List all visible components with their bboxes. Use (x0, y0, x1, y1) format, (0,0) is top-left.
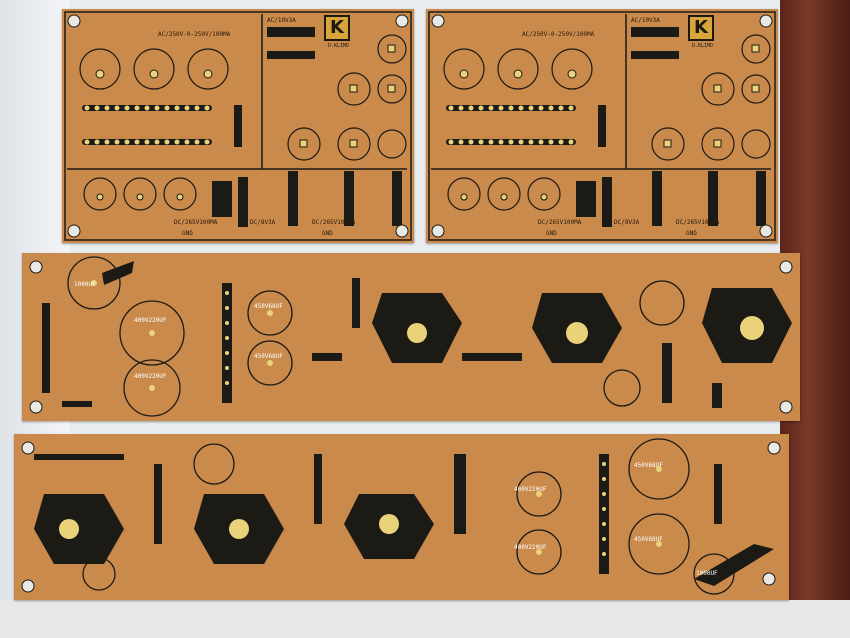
label-ac-input: AC/250V-0-250V/100MA (522, 31, 595, 38)
label-dc-low: DC/265V100MA (174, 219, 218, 226)
label-cap-d: 450V68UF (254, 353, 283, 360)
label-ac-input: AC/250V-0-250V/100MA (158, 31, 231, 38)
label-cap-main: 1000UF (74, 281, 96, 288)
pcb-long-board-2: 400V220UF 400V220UF 450V68UF 450V68UF 10… (14, 434, 789, 600)
pcb-artwork (21, 438, 781, 595)
background-bottom (0, 600, 850, 638)
pcb-small-board-1: K D.KLIMD AC/250V-0-250V/100MA AC/10V3A … (62, 9, 414, 243)
label-cap-b: 400V220UF (514, 544, 547, 551)
label-cap-a: 400V220UF (514, 486, 547, 493)
label-dc-heater: DC/8V3A (614, 219, 640, 226)
label-dc-high: DC/265V100MA (676, 219, 720, 226)
logo-badge: K (688, 15, 714, 41)
label-cap-a: 400V220UF (134, 317, 167, 324)
label-gnd: GND (182, 230, 193, 237)
pcb-artwork (29, 256, 793, 417)
pcb-artwork (428, 11, 776, 241)
logo-subtext: D.KLIMD (328, 43, 350, 49)
label-cap-c: 450V68UF (634, 462, 663, 469)
logo-subtext: D.KLIMD (692, 43, 714, 49)
label-cap-b: 400V220UF (134, 373, 167, 380)
label-ac-heater: AC/10V3A (631, 17, 660, 24)
label-gnd-2: GND (322, 230, 333, 237)
label-dc-high: DC/265V100MA (312, 219, 356, 226)
label-cap-main: 1000UF (696, 570, 718, 577)
label-cap-c: 450V68UF (254, 303, 283, 310)
label-cap-d: 450V68UF (634, 536, 663, 543)
label-dc-heater: DC/8V3A (250, 219, 276, 226)
label-gnd: GND (546, 230, 557, 237)
label-gnd-2: GND (686, 230, 697, 237)
label-ac-heater: AC/10V3A (267, 17, 296, 24)
logo-badge: K (324, 15, 350, 41)
pcb-small-board-2: K D.KLIMD AC/250V-0-250V/100MA AC/10V3A … (426, 9, 778, 243)
pcb-artwork (64, 11, 412, 241)
label-dc-low: DC/265V100MA (538, 219, 582, 226)
pcb-long-board-1: 1000UF 400V220UF 400V220UF 450V68UF 450V… (22, 253, 800, 421)
